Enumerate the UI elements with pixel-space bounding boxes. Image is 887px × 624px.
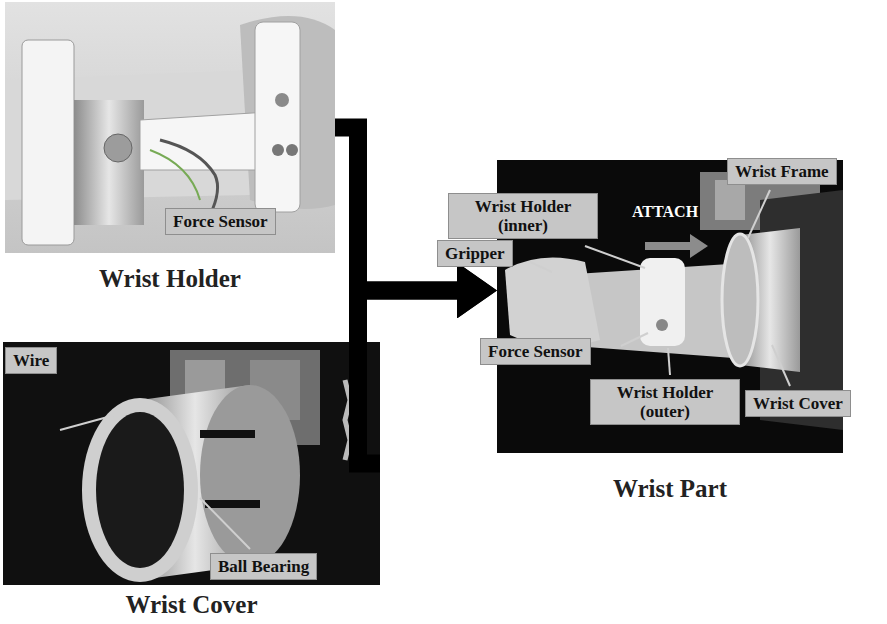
part-label: Wire bbox=[13, 351, 49, 370]
callout-box: Ball Bearing bbox=[210, 553, 317, 580]
wrist-cover-photo bbox=[3, 342, 380, 585]
photo-panel: Wrist Cover WireBall Bearing bbox=[3, 342, 380, 619]
callout-box: Wrist Holder (inner) bbox=[448, 193, 598, 239]
part-label: Wrist Cover bbox=[753, 394, 843, 413]
callout-box: Force Sensor bbox=[480, 338, 591, 365]
bracket-arrow bbox=[358, 290, 463, 463]
part-label: Force Sensor bbox=[173, 212, 268, 231]
action-label: ATTACH bbox=[632, 203, 698, 221]
part-label: Force Sensor bbox=[488, 342, 583, 361]
photo-panel: Wrist Holder Force Sensor bbox=[5, 2, 335, 293]
part-label: Ball Bearing bbox=[218, 557, 309, 576]
figure-caption: Wrist Cover bbox=[3, 591, 380, 619]
callout-box: Wire bbox=[5, 347, 57, 374]
callout-box: Gripper bbox=[437, 240, 513, 267]
part-label: Wrist Holder (inner) bbox=[456, 197, 590, 235]
callout-box: Wrist Frame bbox=[727, 158, 837, 185]
part-label: Wrist Holder (outer) bbox=[598, 383, 732, 421]
figure-caption: Wrist Holder bbox=[5, 265, 335, 293]
wrist-holder-photo bbox=[5, 2, 335, 253]
callout-box: Wrist Cover bbox=[745, 390, 851, 417]
part-label: Gripper bbox=[445, 244, 505, 263]
callout-box: Wrist Holder (outer) bbox=[590, 379, 740, 425]
callout-box: Force Sensor bbox=[165, 208, 276, 235]
figure-caption: Wrist Part bbox=[497, 475, 843, 503]
part-label: Wrist Frame bbox=[735, 162, 829, 181]
